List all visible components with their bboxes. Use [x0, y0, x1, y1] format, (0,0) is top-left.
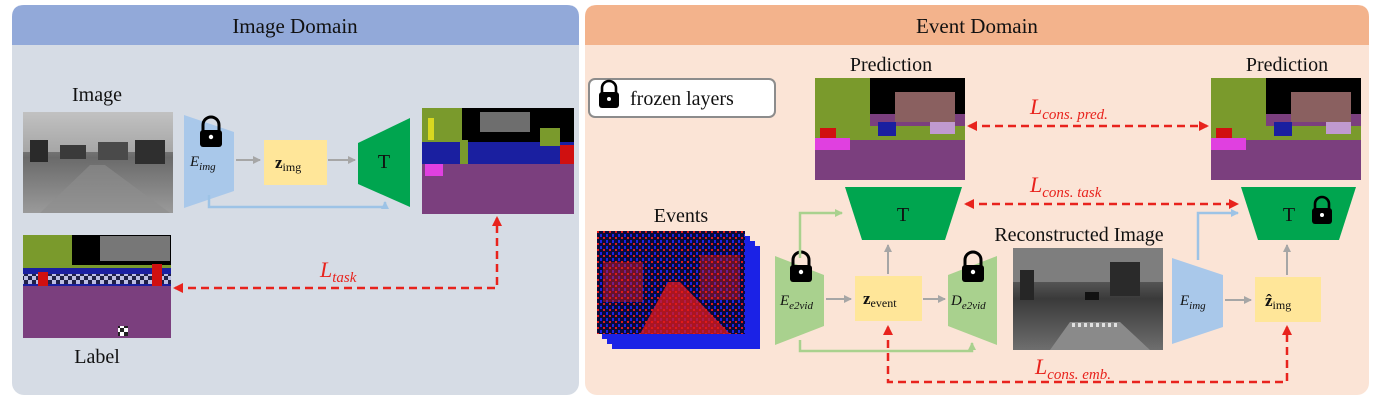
event-image-latent-label: ẑimg: [1265, 291, 1291, 312]
events-label: Events: [654, 205, 709, 227]
image-latent-label: zimg: [275, 153, 301, 174]
task-head-lock-icon: [1312, 195, 1332, 224]
lock-icon: [200, 115, 222, 147]
event-image-latent: [1255, 277, 1321, 322]
pred-consistency-label: Lcons. pred.: [1029, 94, 1108, 123]
event-task-head-right-label: T: [1283, 204, 1295, 226]
legend-lock-icon: [599, 79, 619, 108]
event-latent-label: zevent: [863, 289, 897, 310]
arrow-e2vid-skip-to-head: [798, 209, 843, 258]
event-image-encoder-label: Eimg: [1179, 293, 1206, 312]
label-caption: Label: [74, 346, 120, 368]
task-loss-label: Ltask: [319, 257, 357, 286]
image-domain-title: Image Domain: [232, 14, 358, 38]
prediction-left-image: [815, 78, 965, 180]
event-task-head-left-label: T: [897, 204, 909, 226]
event-latent: [855, 276, 922, 321]
prediction-right-label: Prediction: [1246, 54, 1328, 76]
task-loss-arrow: [173, 216, 502, 293]
event-domain-header: [585, 5, 1369, 45]
image-encoder-label: Eimg: [189, 154, 216, 173]
image-segmentation-output: [422, 108, 574, 214]
reconstructed-image: [1013, 248, 1163, 350]
legend-text: frozen layers: [630, 88, 734, 110]
input-image: [23, 112, 173, 213]
event-domain-title: Event Domain: [916, 14, 1038, 38]
prediction-right-image: [1211, 78, 1361, 180]
event-stack: [597, 231, 760, 349]
image-domain-header: [12, 5, 579, 45]
e2vid-decoder-lock-icon: [962, 250, 984, 282]
reconstructed-image-label: Reconstructed Image: [994, 224, 1163, 246]
e2vid-decoder: [948, 256, 997, 345]
event-image-encoder: [1172, 258, 1223, 344]
e2vid-decoder-label: De2vid: [950, 293, 986, 312]
event-task-head-left: [845, 187, 962, 240]
frozen-layers-legend: frozen layers: [588, 78, 776, 118]
image-label: Image: [72, 84, 122, 106]
image-task-head: [358, 118, 410, 207]
embedding-consistency-arrow: [883, 325, 1292, 384]
prediction-left-label: Prediction: [850, 54, 932, 76]
ground-truth-label: [23, 235, 171, 338]
arrow-e2vid-skip-to-decoder: [798, 340, 976, 353]
arrow-encoder-skip: [207, 195, 389, 209]
arrow-img-encoder-skip: [1196, 209, 1239, 260]
image-latent: [264, 140, 327, 185]
event-task-head-right: [1241, 187, 1356, 240]
e2vid-encoder-label: Ee2vid: [779, 293, 813, 312]
image-task-head-label: T: [378, 151, 390, 173]
task-consistency-label: Lcons. task: [1029, 172, 1102, 201]
embedding-consistency-label: Lcons. emb.: [1034, 354, 1111, 383]
